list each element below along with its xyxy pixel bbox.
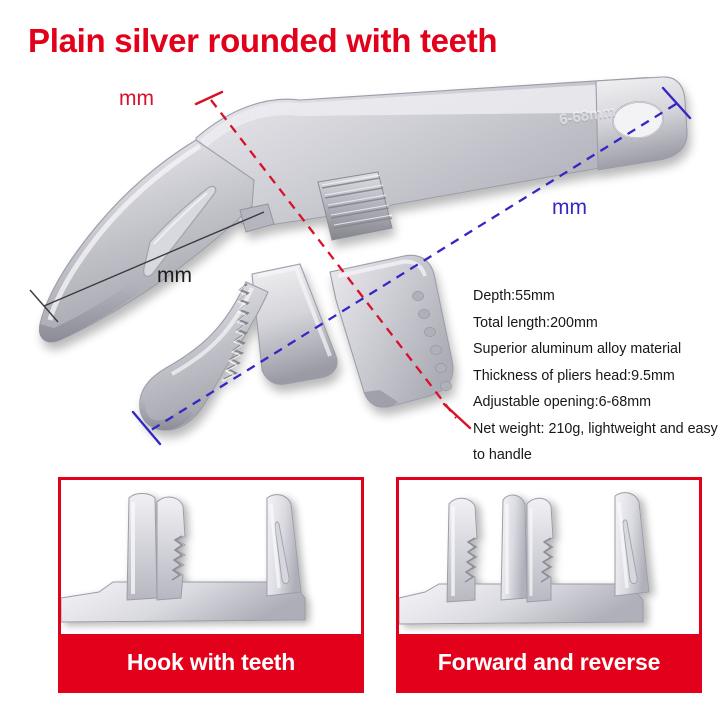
thickness-mm-label: mm [157, 264, 192, 287]
hook-with-teeth-illustration [61, 493, 306, 623]
panel-caption-forward-and-reverse: Forward and reverse [399, 634, 699, 690]
wrench-illustration: 6-68mm 6-68mm [29, 76, 692, 446]
feature-panel-forward-and-reverse: Forward and reverse [396, 477, 702, 693]
spec-head-thickness: Thickness of pliers head:9.5mm [473, 367, 675, 384]
spec-material: Superior aluminum alloy material [473, 341, 682, 357]
forward-and-reverse-photo [399, 480, 699, 640]
page-title: Plain silver rounded with teeth [28, 22, 498, 59]
hero-product-image: 6-68mm 6-68mm [0, 60, 720, 460]
depth-mm-label: mm [119, 87, 154, 110]
specifications-list: Depth:55mm Total length:200mm Superior a… [473, 283, 720, 469]
forward-and-reverse-illustration [399, 492, 650, 625]
spec-adjustable-opening: Adjustable opening:6-68mm [473, 394, 652, 410]
spec-depth: Depth:55mm [473, 288, 555, 304]
total-length-dimension-line [131, 86, 692, 446]
spec-net-weight: Net weight: 210g, lightweight and easy t… [473, 420, 718, 464]
panel-caption-hook-with-teeth: Hook with teeth [61, 634, 361, 690]
spec-total-length: Total length:200mm [473, 314, 598, 331]
wrench-body: 6-68mm 6-68mm [38, 76, 688, 431]
feature-panel-hook-with-teeth: Hook with teeth [58, 477, 364, 693]
hook-teeth [223, 283, 250, 380]
jaw-grip-ribs [412, 291, 452, 391]
depth-dimension-line [194, 90, 472, 430]
adjusting-screw [317, 171, 393, 241]
hook-with-teeth-photo [61, 480, 361, 640]
thickness-dimension-line [29, 211, 265, 323]
total-length-mm-label: mm [552, 196, 587, 219]
